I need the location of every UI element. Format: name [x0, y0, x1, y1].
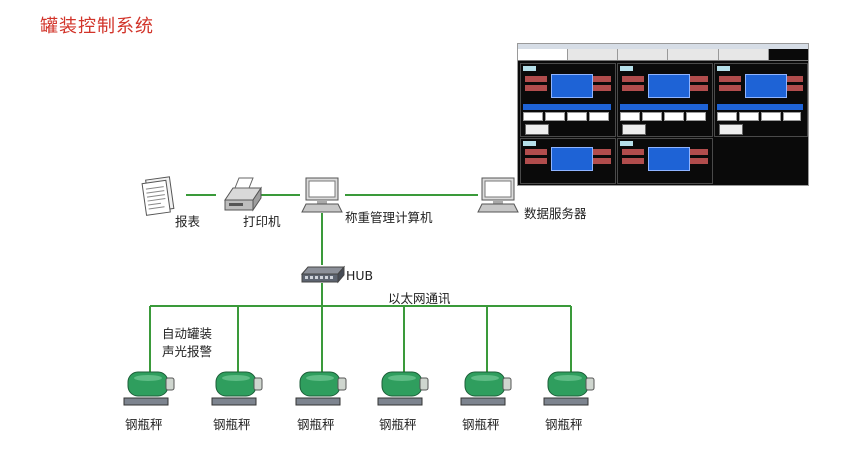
status-box — [525, 76, 547, 82]
printer-label: 打印机 — [243, 214, 281, 229]
cylinder-scale-icon — [295, 371, 347, 406]
tab — [518, 49, 569, 60]
status-box — [593, 76, 611, 82]
reset-button[interactable] — [622, 124, 646, 135]
cylinder-scale-icon — [123, 371, 175, 406]
field-value — [567, 112, 587, 121]
reset-button[interactable] — [719, 124, 743, 135]
status-box — [593, 85, 611, 91]
reset-button[interactable] — [525, 124, 549, 135]
status-box — [690, 85, 708, 91]
field-labels — [523, 104, 611, 110]
status-box — [622, 76, 644, 82]
computer-label: 称重管理计算机 — [345, 210, 433, 225]
status-box — [719, 85, 741, 91]
field-value — [739, 112, 759, 121]
scale-label: 钢瓶秤 — [462, 417, 500, 432]
weight-display — [648, 74, 690, 98]
status-box — [690, 149, 708, 155]
field-labels — [717, 104, 803, 110]
status-box — [622, 149, 644, 155]
panel-tag — [717, 66, 730, 71]
panel-tag — [620, 141, 633, 146]
cylinder-scale-icon — [460, 371, 512, 406]
field-value — [761, 112, 781, 121]
status-box — [787, 85, 803, 91]
weight-display — [551, 74, 593, 98]
ethernet-label: 以太网通讯 — [388, 291, 451, 306]
field-value — [523, 112, 543, 121]
tab — [618, 49, 669, 60]
status-box — [719, 76, 741, 82]
scale-label: 钢瓶秤 — [213, 417, 251, 432]
server-icon — [477, 177, 519, 213]
tab — [568, 49, 619, 60]
window-tabs — [518, 49, 808, 61]
cylinder-scale-icon — [377, 371, 429, 406]
status-box — [690, 76, 708, 82]
tab — [719, 49, 769, 60]
scale-label: 钢瓶秤 — [379, 417, 417, 432]
hub-icon — [300, 265, 346, 284]
panel-tag — [523, 66, 536, 71]
status-box — [622, 85, 644, 91]
cylinder-scale-icon — [543, 371, 595, 406]
weight-display — [648, 147, 690, 171]
software-screenshot — [517, 43, 809, 186]
page-title: 罐装控制系统 — [40, 16, 154, 37]
alarm-label-line1: 自动罐装 — [162, 326, 213, 341]
scale-panel — [617, 63, 713, 137]
scale-panel — [617, 138, 713, 184]
scale-label: 钢瓶秤 — [297, 417, 335, 432]
scale-panel — [714, 63, 808, 137]
scale-panel — [520, 63, 616, 137]
status-box — [787, 76, 803, 82]
field-value — [620, 112, 640, 121]
status-box — [525, 149, 547, 155]
alarm-label-line2: 声光报警 — [162, 344, 213, 359]
field-value — [664, 112, 684, 121]
weight-display — [551, 147, 593, 171]
panel-tag — [523, 141, 536, 146]
status-box — [622, 158, 644, 164]
field-value — [783, 112, 801, 121]
status-box — [593, 149, 611, 155]
window-titlebar — [518, 44, 808, 49]
tab — [668, 49, 719, 60]
cylinder-scale-icon — [211, 371, 263, 406]
tab-filler — [768, 49, 808, 60]
field-labels — [620, 104, 708, 110]
computer-icon — [301, 177, 343, 213]
scale-panel — [520, 138, 616, 184]
status-box — [690, 158, 708, 164]
status-box — [525, 158, 547, 164]
field-value — [642, 112, 662, 121]
field-value — [686, 112, 706, 121]
server-label: 数据服务器 — [524, 206, 587, 221]
scale-label: 钢瓶秤 — [545, 417, 583, 432]
status-box — [593, 158, 611, 164]
hub-label: HUB — [346, 268, 374, 283]
weight-display — [745, 74, 787, 98]
printer-icon — [224, 177, 262, 212]
status-box — [525, 85, 547, 91]
report-icon — [141, 176, 175, 216]
report-label: 报表 — [175, 214, 201, 229]
panel-tag — [620, 66, 633, 71]
field-value — [589, 112, 609, 121]
field-value — [717, 112, 737, 121]
field-value — [545, 112, 565, 121]
scale-label: 钢瓶秤 — [125, 417, 163, 432]
